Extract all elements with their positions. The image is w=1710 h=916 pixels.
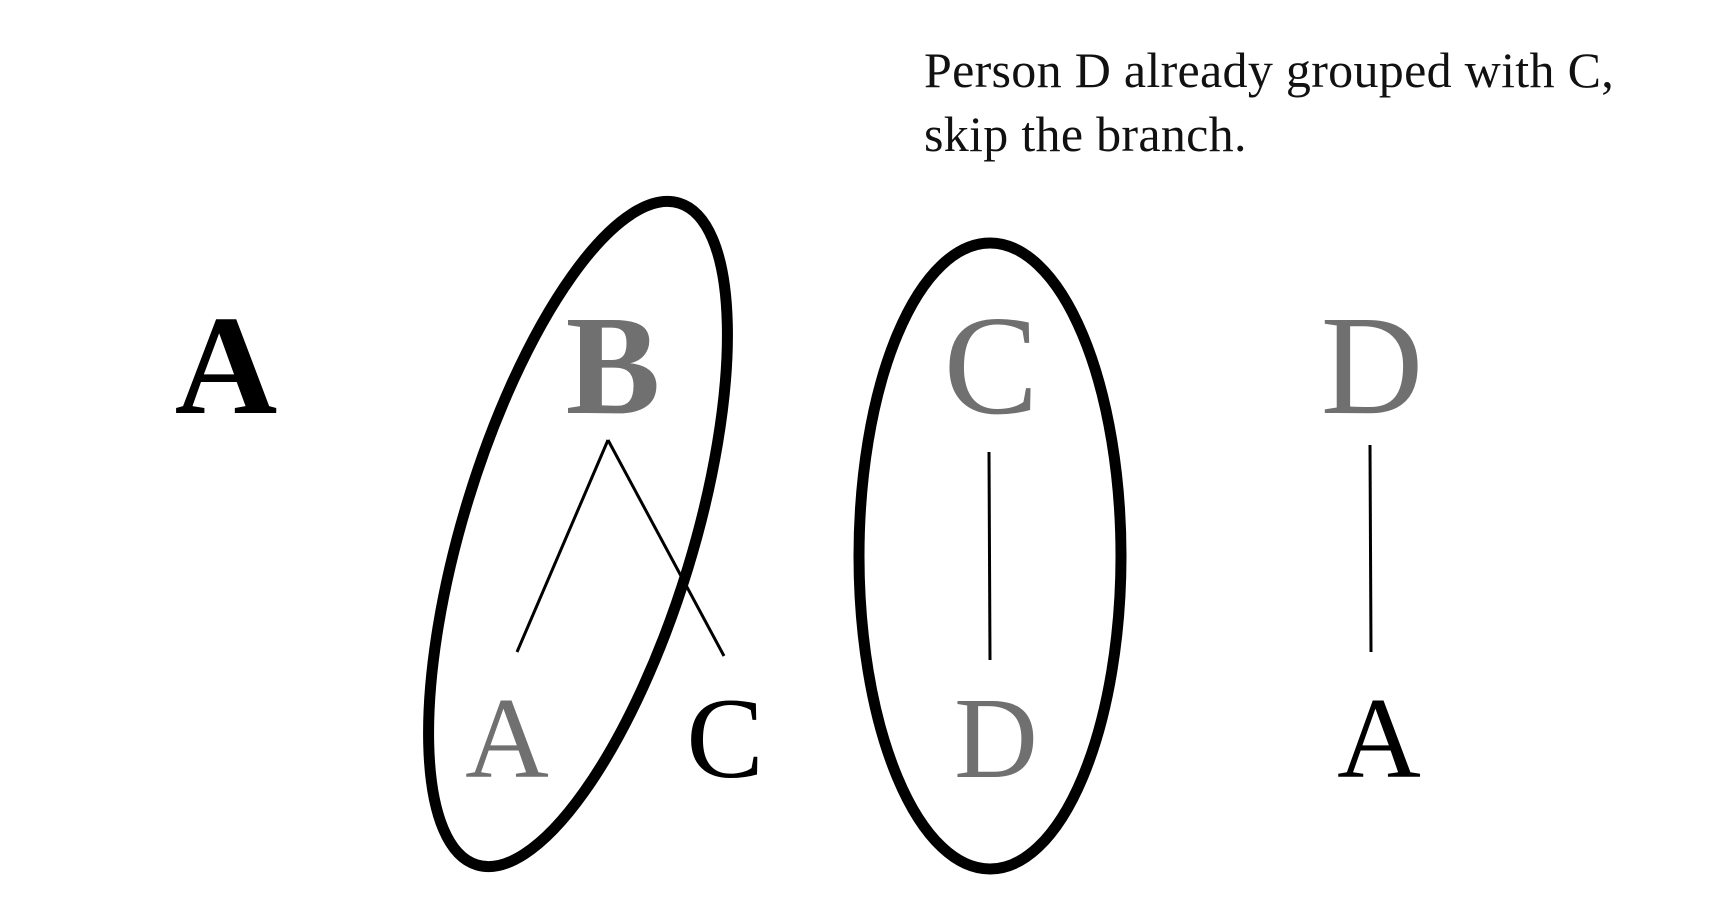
node-c-child-d: D [954,675,1038,803]
node-c-root: C [944,286,1039,444]
edge-d-to-a [1368,444,1373,653]
node-d-root: D [1321,286,1424,444]
caption-line-1: Person D already grouped with C, [924,42,1615,98]
edge-b-to-a [515,439,610,653]
edge-b-to-c [606,439,726,657]
grouping-ellipse-c-d [853,237,1127,875]
caption-line-2: skip the branch. [924,106,1247,162]
caption: Person D already grouped with C, skip th… [924,38,1704,166]
grouping-ellipse-b-a [423,195,733,873]
edge-c-to-d [987,451,992,661]
node-b-child-c: C [686,675,763,803]
node-d-child-a: A [1337,675,1421,803]
node-b-child-a: A [465,675,549,803]
node-a-root: A [175,286,278,444]
node-b-root: B [566,286,661,444]
